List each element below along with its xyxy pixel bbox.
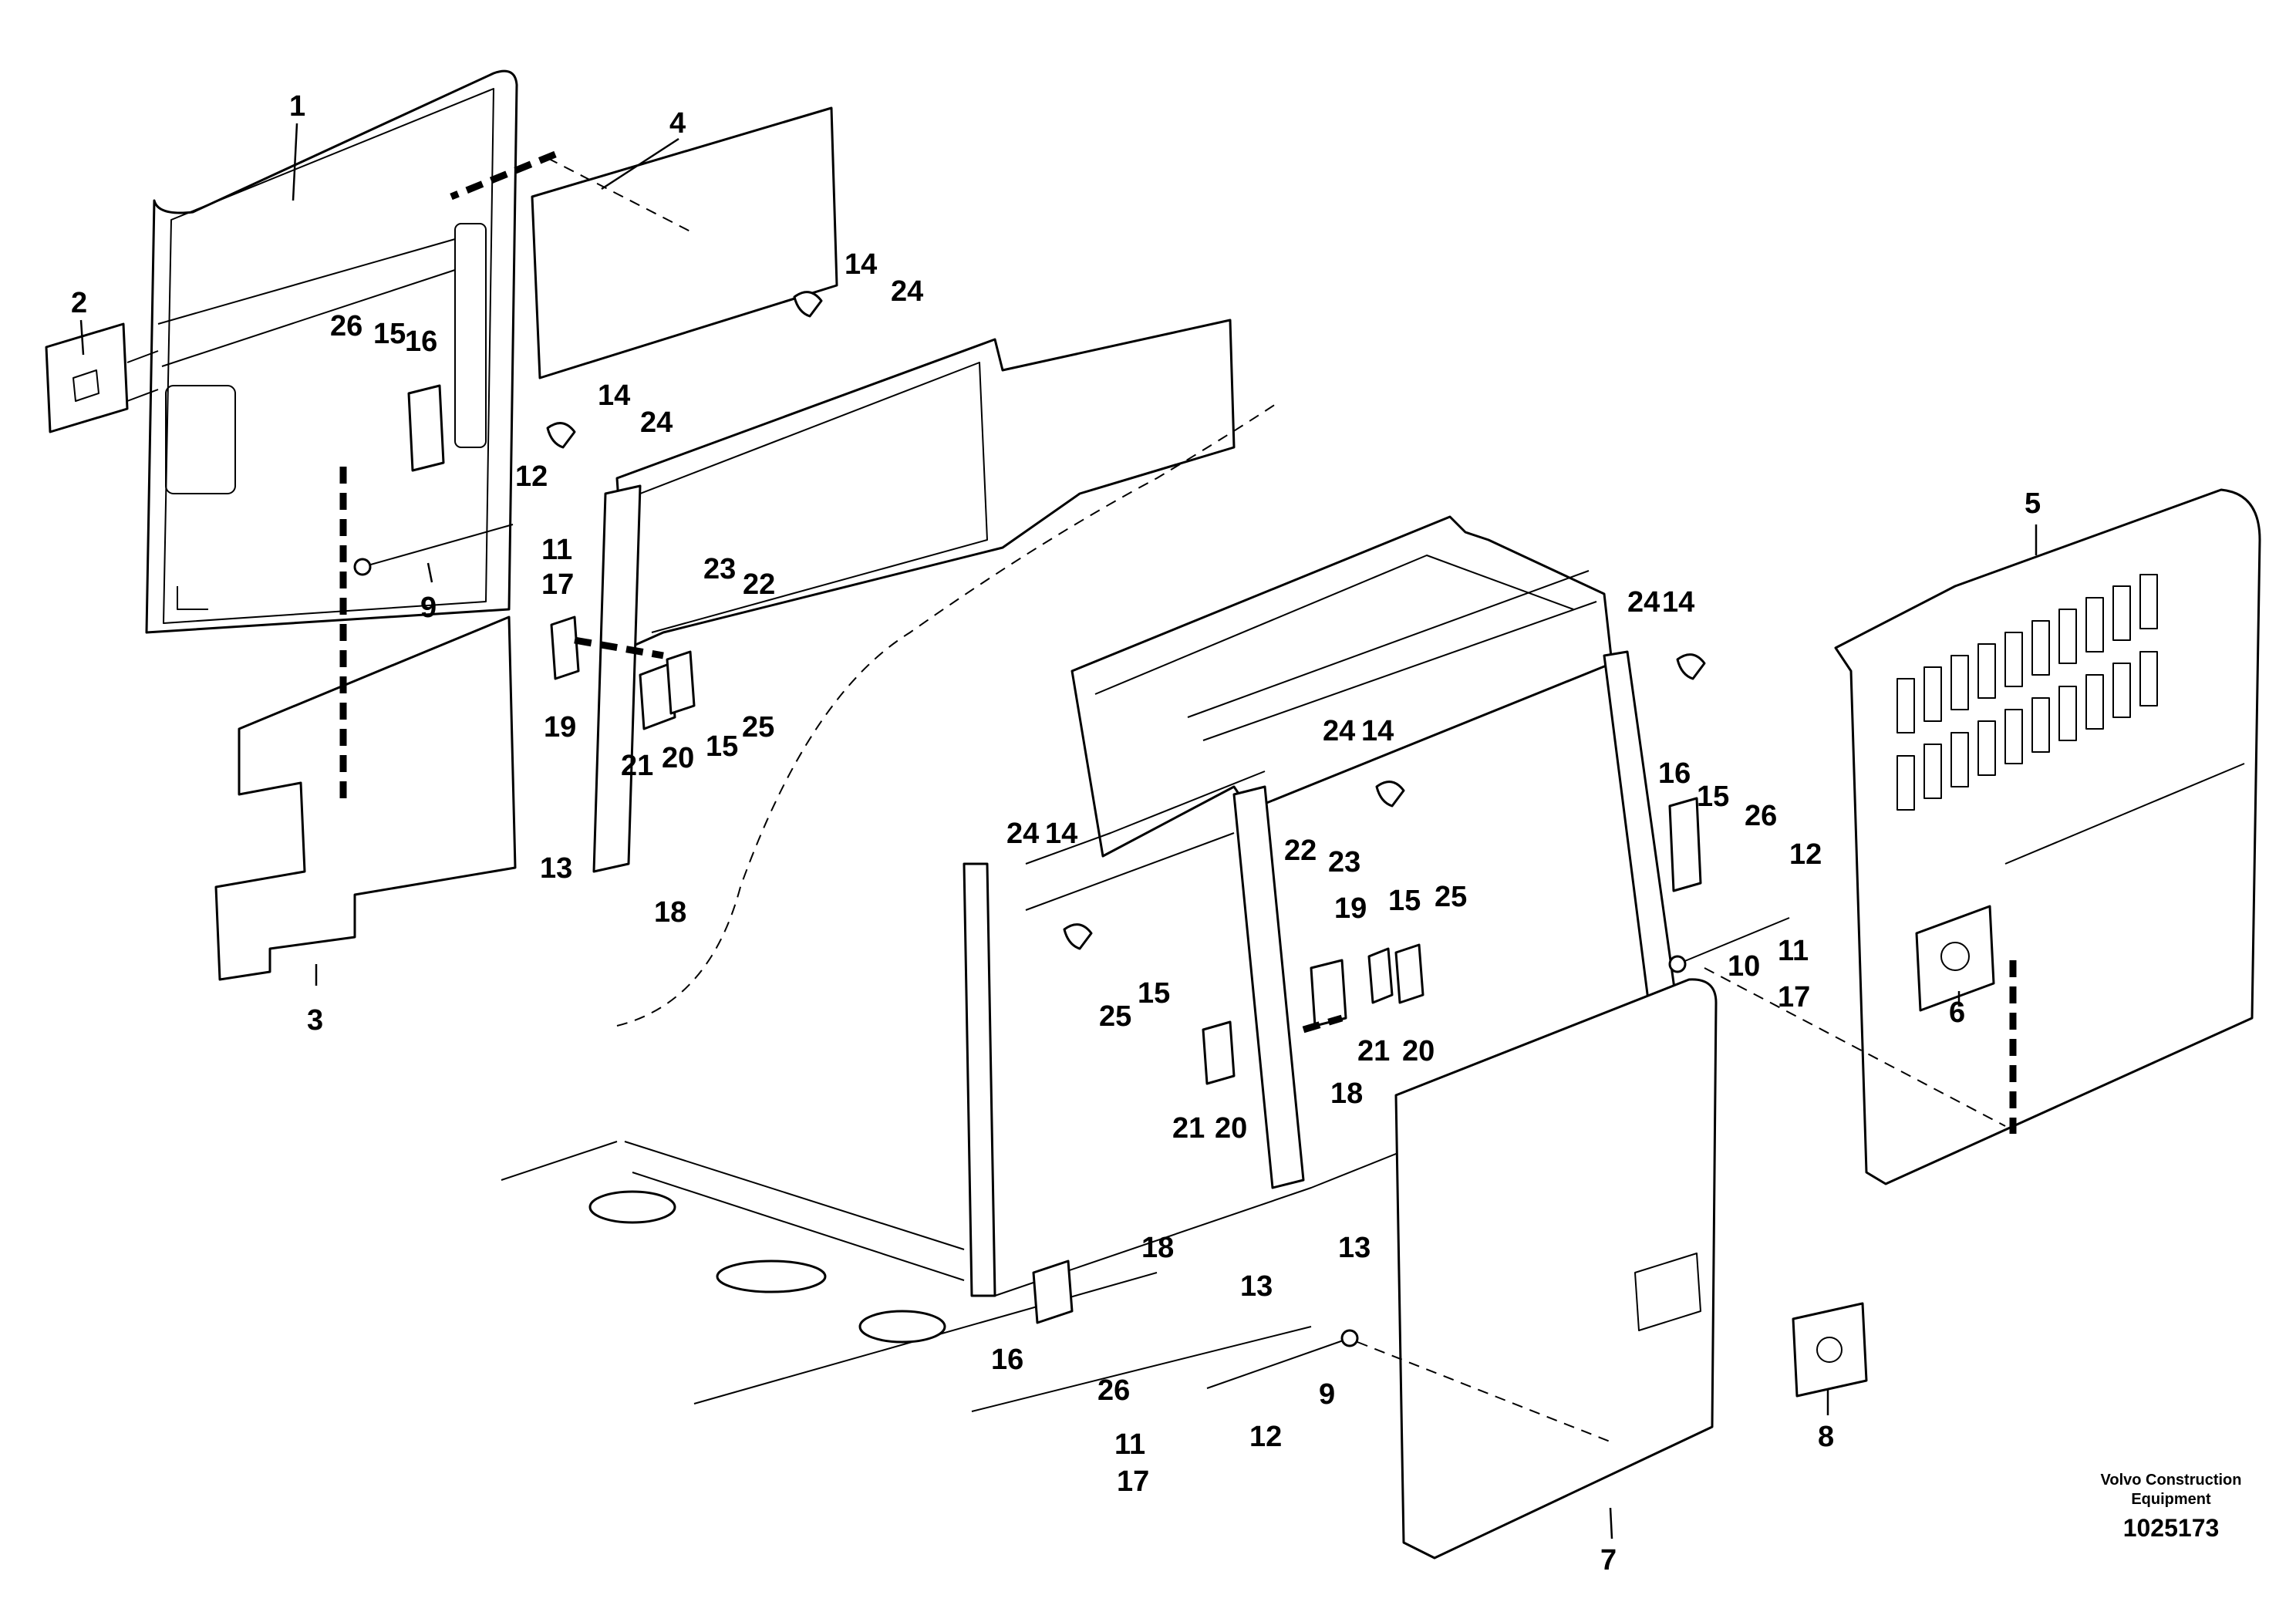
callout-13b: 13 — [1240, 1270, 1273, 1303]
callout-13a: 13 — [540, 852, 572, 885]
callout-labels: 1 2 3 4 5 6 7 8 9 9 10 11 11 11 12 12 12… — [71, 90, 2041, 1576]
callout-25a: 25 — [742, 711, 774, 744]
callout-16a: 16 — [405, 325, 437, 358]
part-2-handle-plate — [45, 322, 159, 433]
callout-19b: 19 — [1334, 892, 1367, 925]
part-9-rod-lower — [1206, 1329, 1359, 1389]
part-7-door-panel — [1394, 978, 1718, 1560]
callout-14c: 14 — [1662, 586, 1694, 619]
callout-24a: 24 — [891, 275, 923, 308]
callout-14a: 14 — [845, 248, 877, 281]
callout-18b: 18 — [1330, 1077, 1363, 1110]
callout-22b: 22 — [1284, 835, 1317, 867]
knob-parts — [546, 291, 1706, 950]
callout-21b: 21 — [1357, 1035, 1390, 1067]
part-8-lock-plate — [1792, 1302, 1868, 1398]
callout-3: 3 — [307, 1004, 323, 1037]
callout-26b: 26 — [1745, 800, 1777, 832]
callout-15c: 15 — [1697, 781, 1729, 813]
callout-15e: 15 — [1138, 977, 1170, 1010]
callout-15d: 15 — [1388, 885, 1421, 917]
callout-20b: 20 — [1402, 1035, 1435, 1067]
callout-24e: 24 — [1006, 818, 1039, 850]
callout-1: 1 — [289, 90, 305, 123]
callout-23b: 23 — [1328, 846, 1360, 878]
callout-26c: 26 — [1097, 1374, 1130, 1407]
part-5-side-panel — [1834, 488, 2261, 1185]
callout-2: 2 — [71, 287, 87, 319]
callout-19a: 19 — [544, 711, 576, 744]
part-6-lock-plate — [1915, 905, 1995, 1012]
callout-17b: 17 — [1778, 981, 1810, 1013]
callout-6: 6 — [1949, 996, 1965, 1029]
assembly-lines — [339, 150, 2017, 1443]
callout-4: 4 — [669, 107, 686, 140]
part-10-rod — [1668, 917, 1790, 973]
callout-20c: 20 — [1215, 1112, 1247, 1145]
company-name-line2: Equipment — [2131, 1491, 2211, 1508]
callout-10: 10 — [1728, 950, 1760, 983]
callout-11a: 11 — [541, 534, 572, 566]
company-name-line1: Volvo Construction — [2101, 1472, 2242, 1489]
part-1-left-panel — [145, 69, 518, 634]
callout-11c: 11 — [1114, 1428, 1145, 1461]
callout-16b: 16 — [1658, 757, 1691, 790]
callout-14b: 14 — [598, 379, 630, 412]
callout-24d: 24 — [1323, 715, 1355, 747]
callout-5: 5 — [2025, 487, 2041, 520]
callout-12a: 12 — [515, 460, 548, 493]
leader-lines — [79, 123, 2038, 1539]
callout-18c: 18 — [1141, 1232, 1174, 1264]
callout-9a: 9 — [420, 592, 437, 624]
callout-23a: 23 — [703, 553, 736, 585]
callout-13c: 13 — [1338, 1232, 1371, 1264]
callout-25c: 25 — [1099, 1000, 1131, 1033]
callout-24c: 24 — [1627, 586, 1660, 619]
callout-25b: 25 — [1435, 881, 1467, 913]
callout-20a: 20 — [662, 742, 694, 774]
part-4-top-panel — [531, 106, 838, 379]
callout-12b: 12 — [1789, 838, 1822, 871]
callout-26a: 26 — [330, 310, 362, 342]
drawing-number: 1025173 — [2123, 1514, 2220, 1542]
callout-7: 7 — [1600, 1544, 1617, 1576]
callout-14d: 14 — [1361, 715, 1394, 747]
part-9-rod-upper — [353, 524, 514, 576]
callout-15a: 15 — [373, 318, 406, 350]
callout-22a: 22 — [743, 568, 775, 601]
callout-24b: 24 — [640, 406, 673, 439]
callout-8: 8 — [1818, 1421, 1834, 1453]
callout-14e: 14 — [1045, 818, 1077, 850]
callout-9b: 9 — [1319, 1378, 1335, 1411]
hinge-parts — [407, 384, 1702, 1324]
callout-17c: 17 — [1117, 1465, 1149, 1498]
callout-18a: 18 — [654, 896, 686, 929]
callout-17a: 17 — [541, 568, 574, 601]
callout-12c: 12 — [1249, 1421, 1282, 1453]
callout-15b: 15 — [706, 730, 738, 763]
drawing-footer: Volvo Construction Equipment 1025173 — [2101, 1472, 2242, 1542]
callout-11b: 11 — [1778, 935, 1809, 967]
part-3-lower-panel — [214, 615, 517, 981]
callout-16c: 16 — [991, 1344, 1023, 1376]
callout-21c: 21 — [1172, 1112, 1205, 1145]
callout-21a: 21 — [621, 750, 653, 782]
